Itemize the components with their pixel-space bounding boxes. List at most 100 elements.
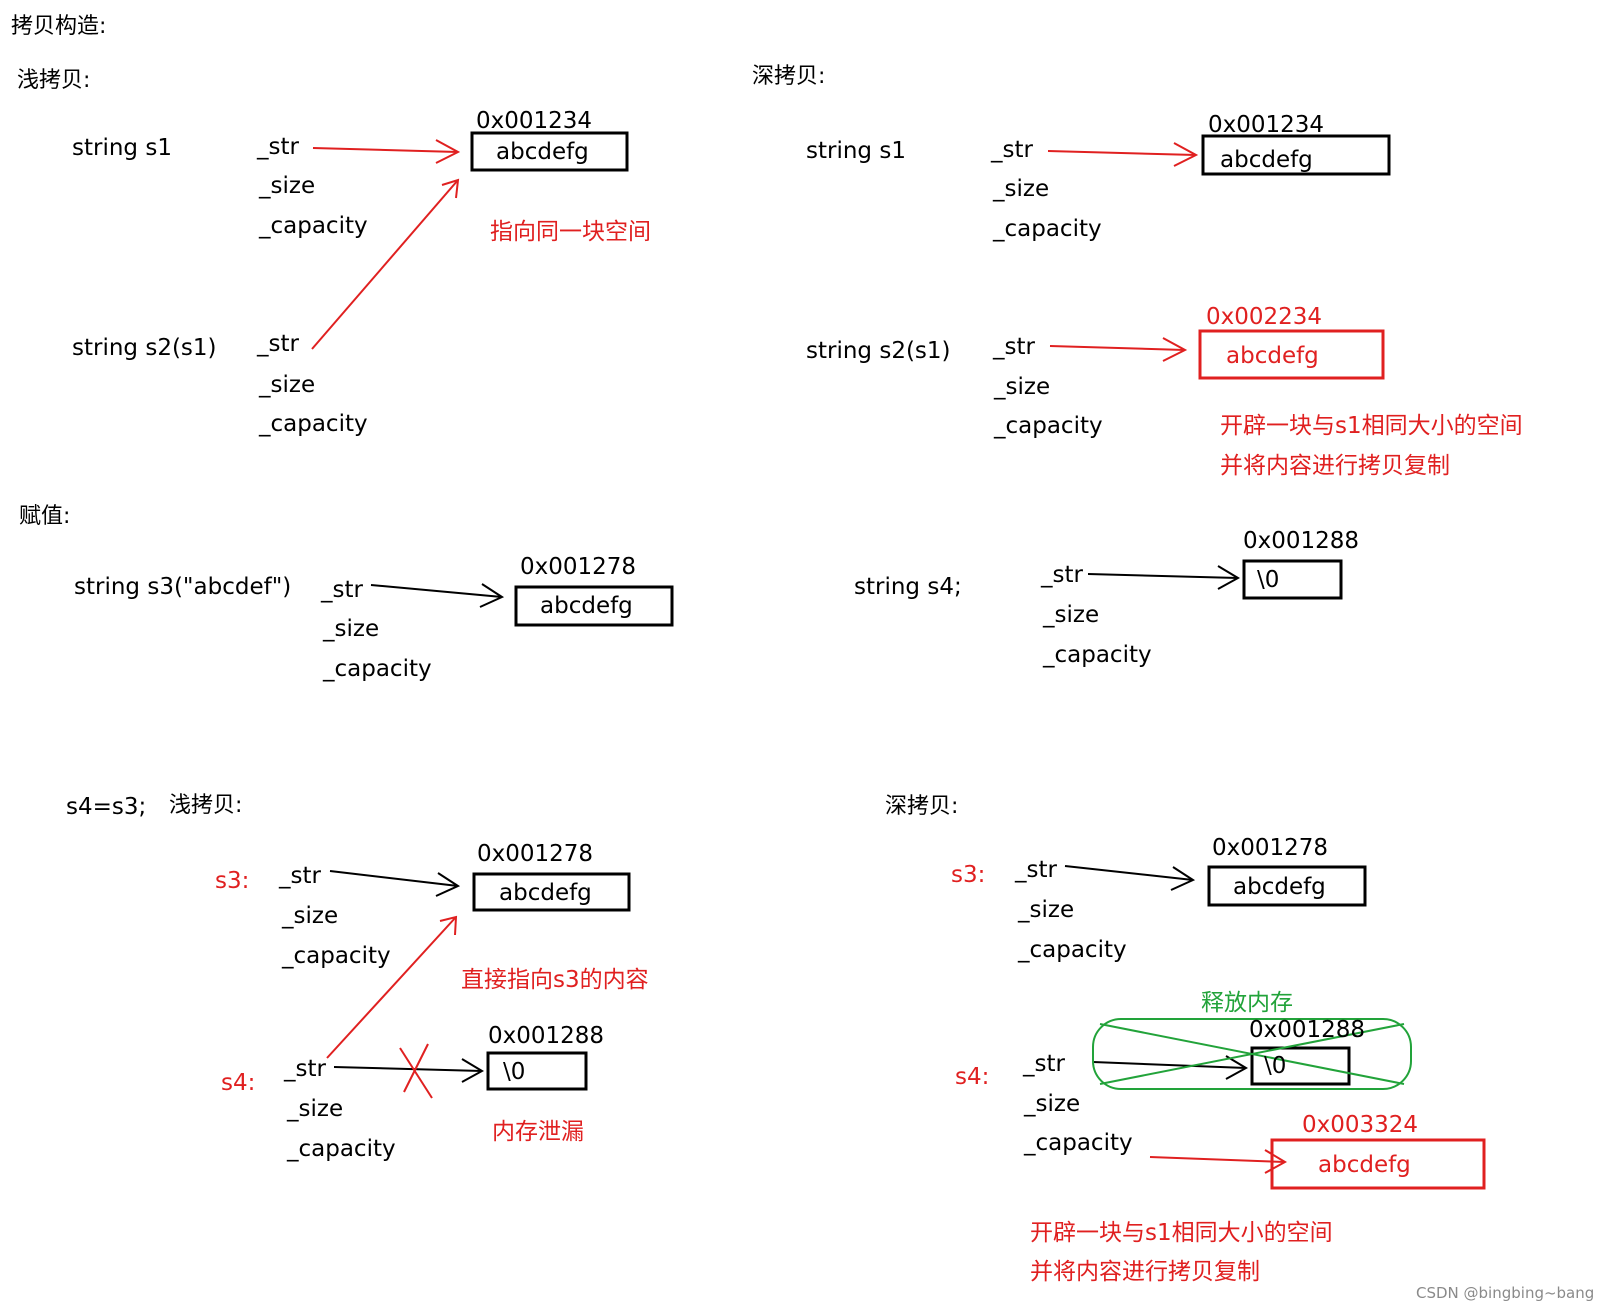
memory-content-null: \0 (1257, 567, 1280, 593)
field-str: _str (993, 334, 1035, 360)
arrow-s3-shallow-assign (329, 870, 461, 897)
field-str: _str (257, 331, 299, 357)
field-str: _str (279, 863, 321, 889)
field-size: _size (259, 173, 316, 199)
tag-s3: s3: (951, 862, 986, 888)
field-size: _size (1024, 1091, 1081, 1117)
field-str: _str (1023, 1051, 1065, 1077)
memory-content-null: \0 (1264, 1053, 1287, 1079)
field-str: _str (257, 134, 299, 160)
tag-s4: s4: (221, 1070, 256, 1096)
memory-content-copy: abcdefg (1226, 343, 1319, 369)
field-size: _size (1018, 897, 1075, 923)
field-size: _size (259, 372, 316, 398)
memory-box-s1-deep (1201, 134, 1391, 176)
memory-box-s3-deep-assign (1207, 865, 1367, 907)
note-alloc-line2: 并将内容进行拷贝复制 (1220, 453, 1450, 479)
field-capacity: _capacity (994, 413, 1103, 439)
decl-s2-deep: string s2(s1) (806, 338, 951, 364)
field-capacity: _capacity (1018, 937, 1127, 963)
field-capacity: _capacity (259, 213, 368, 239)
memory-content-null: \0 (503, 1059, 526, 1085)
decl-s3: string s3("abcdef") (74, 574, 292, 600)
memory-content: abcdefg (1220, 147, 1313, 173)
field-capacity: _capacity (323, 656, 432, 682)
address-label: 0x001234 (1208, 112, 1325, 138)
field-str: _str (991, 137, 1033, 163)
tag-s4: s4: (955, 1064, 990, 1090)
address-label: 0x001288 (488, 1023, 605, 1049)
decl-s4: string s4; (854, 574, 962, 600)
field-str: _str (1041, 562, 1083, 588)
field-size: _size (323, 616, 380, 642)
note-point-s3: 直接指向s3的内容 (461, 967, 649, 993)
heading-deep-copy: 深拷贝: (752, 64, 826, 89)
note-alloc-line2: 并将内容进行拷贝复制 (1030, 1259, 1260, 1285)
arrow-s1-deep-str (1047, 142, 1199, 167)
note-same-space: 指向同一块空间 (490, 219, 651, 245)
memory-content: abcdefg (540, 593, 633, 619)
field-size: _size (994, 374, 1051, 400)
arrow-s1-str-to-box (312, 139, 461, 164)
arrow-s2-deep-str (1049, 337, 1188, 362)
field-capacity: _capacity (1043, 642, 1152, 668)
freed-region (1092, 1018, 1412, 1090)
memory-content: abcdefg (499, 880, 592, 906)
memory-box-s4-old-shallow (486, 1051, 588, 1091)
address-label-new: 0x003324 (1302, 1112, 1419, 1138)
field-capacity: _capacity (1024, 1130, 1133, 1156)
heading-shallow-copy-2: 浅拷贝: (169, 793, 243, 818)
field-str: _str (1015, 857, 1057, 883)
memory-box-s3-shallow-assign (472, 872, 631, 912)
decl-s1-shallow: string s1 (72, 135, 172, 161)
memory-box-s4-old-deep (1250, 1046, 1351, 1086)
field-capacity: _capacity (282, 943, 391, 969)
decl-s1-deep: string s1 (806, 138, 906, 164)
memory-content-copy: abcdefg (1318, 1152, 1411, 1178)
arrow-s2-str-to-box (311, 178, 460, 350)
field-str: _str (284, 1056, 326, 1082)
note-alloc-line1: 开辟一块与s1相同大小的空间 (1220, 413, 1523, 439)
note-free: 释放内存 (1201, 990, 1293, 1016)
note-alloc-line1: 开辟一块与s1相同大小的空间 (1030, 1220, 1333, 1246)
heading-assignment: 赋值: (19, 504, 71, 529)
memory-content: abcdefg (496, 139, 589, 165)
memory-box-s4-new (1270, 1138, 1486, 1190)
memory-box-s1-shallow (470, 131, 629, 172)
arrow-s4-to-s3-content (326, 915, 458, 1059)
address-label: 0x001288 (1249, 1017, 1366, 1043)
cross-mark (399, 1043, 433, 1099)
watermark: CSDN @bingbing~bang (1416, 1284, 1595, 1302)
heading-deep-copy-2: 深拷贝: (885, 794, 959, 819)
memory-content: abcdefg (1233, 874, 1326, 900)
address-label: 0x001288 (1243, 528, 1360, 554)
arrow-s3-deep-assign (1064, 865, 1196, 891)
heading-copy-construct: 拷贝构造: (11, 14, 107, 39)
address-label: 0x001278 (520, 554, 637, 580)
field-capacity: _capacity (259, 411, 368, 437)
memory-box-s4 (1242, 559, 1343, 600)
arrow-s4-str (1087, 565, 1241, 590)
field-size: _size (282, 903, 339, 929)
note-leak: 内存泄漏 (492, 1119, 584, 1145)
field-str: _str (321, 577, 363, 603)
address-label-new: 0x002234 (1206, 304, 1323, 330)
field-capacity: _capacity (993, 216, 1102, 242)
arrow-s4-deep-old (1092, 1055, 1249, 1080)
heading-shallow-copy: 浅拷贝: (17, 68, 91, 93)
field-capacity: _capacity (287, 1136, 396, 1162)
field-size: _size (1043, 602, 1100, 628)
decl-s2-shallow: string s2(s1) (72, 335, 217, 361)
address-label: 0x001278 (477, 841, 594, 867)
arrow-s4-old-pointer (333, 1058, 485, 1083)
memory-box-s2-deep (1198, 329, 1385, 380)
field-size: _size (287, 1096, 344, 1122)
address-label: 0x001278 (1212, 835, 1329, 861)
address-label: 0x001234 (476, 108, 593, 134)
memory-box-s3 (514, 585, 674, 627)
heading-assign-op: s4=s3; (66, 794, 147, 820)
arrow-s3-str (370, 583, 505, 608)
arrow-s4-deep-new (1149, 1149, 1288, 1174)
